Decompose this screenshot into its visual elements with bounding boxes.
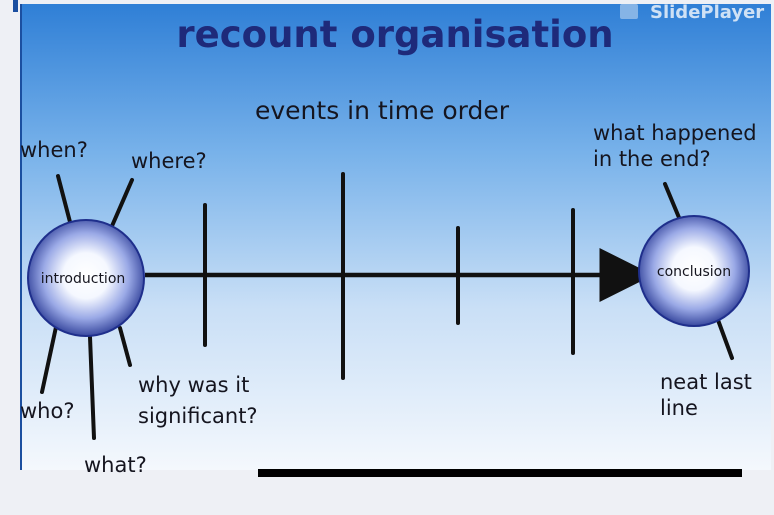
ending-label-line-2: in the end? (593, 147, 711, 171)
last-line-label-line-1: neat last (660, 370, 752, 394)
when-connector (56, 174, 72, 224)
corner-mark (13, 0, 18, 12)
conclusion-label: conclusion (657, 264, 731, 280)
ending-connector (663, 182, 682, 222)
last-line-connector (716, 318, 734, 360)
last-line-label-line-2: line (660, 396, 698, 420)
page-title: recount organisation (176, 13, 613, 56)
ending-label-line-1: what happened (593, 121, 757, 145)
significance-label-line-2: significant? (138, 404, 258, 428)
where-connector (110, 178, 134, 228)
what-connector (88, 335, 96, 440)
who-connector (40, 325, 58, 394)
significance-label-line-1: why was it (138, 373, 249, 397)
introduction-node (27, 219, 145, 337)
when-label: when? (20, 138, 88, 162)
conclusion-node (638, 215, 750, 327)
who-label: who? (20, 399, 74, 423)
what-label: what? (84, 453, 147, 477)
watermark-logo: SlidePlayer (620, 2, 764, 23)
watermark-text: SlidePlayer (650, 2, 764, 23)
diagram-subtitle: events in time order (255, 96, 510, 125)
where-label: where? (131, 149, 207, 173)
introduction-label: introduction (41, 271, 126, 287)
chart-icon (620, 4, 638, 19)
slide-background (20, 4, 771, 470)
significance-connector (118, 326, 132, 367)
bottom-divider-bar (258, 469, 742, 477)
